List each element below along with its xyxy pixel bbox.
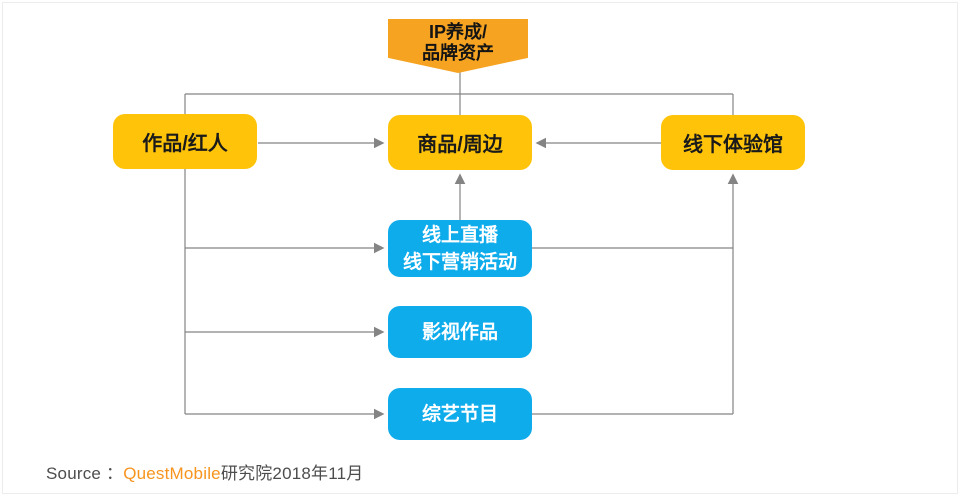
node-live-marketing: 线上直播 线下营销活动	[388, 220, 532, 277]
node-label: 影视作品	[421, 321, 498, 343]
node-label: 线下体验馆	[683, 134, 783, 156]
source-brand: QuestMobile	[123, 464, 221, 483]
node-variety-shows: 综艺节目	[388, 388, 532, 440]
source-prefix: Source ：	[46, 464, 124, 483]
source-suffix: 研究院2018年11月	[220, 464, 364, 483]
node-works-influencers: 作品/红人	[113, 114, 257, 169]
node-label-line1: 线上直播	[421, 224, 498, 246]
banner-line2: 品牌资产	[422, 43, 494, 63]
node-label: 综艺节目	[421, 403, 498, 425]
node-offline-experience-hall: 线下体验馆	[661, 115, 805, 170]
node-label: 商品/周边	[417, 134, 503, 156]
node-film-tv-works: 影视作品	[388, 306, 532, 358]
node-label: 作品/红人	[142, 133, 228, 155]
node-label-line2: 线下营销活动	[402, 251, 517, 273]
node-merchandise: 商品/周边	[388, 115, 532, 170]
banner-line1: IP养成/	[428, 22, 487, 42]
source-attribution: Source ：QuestMobile研究院2018年11月	[46, 459, 364, 484]
